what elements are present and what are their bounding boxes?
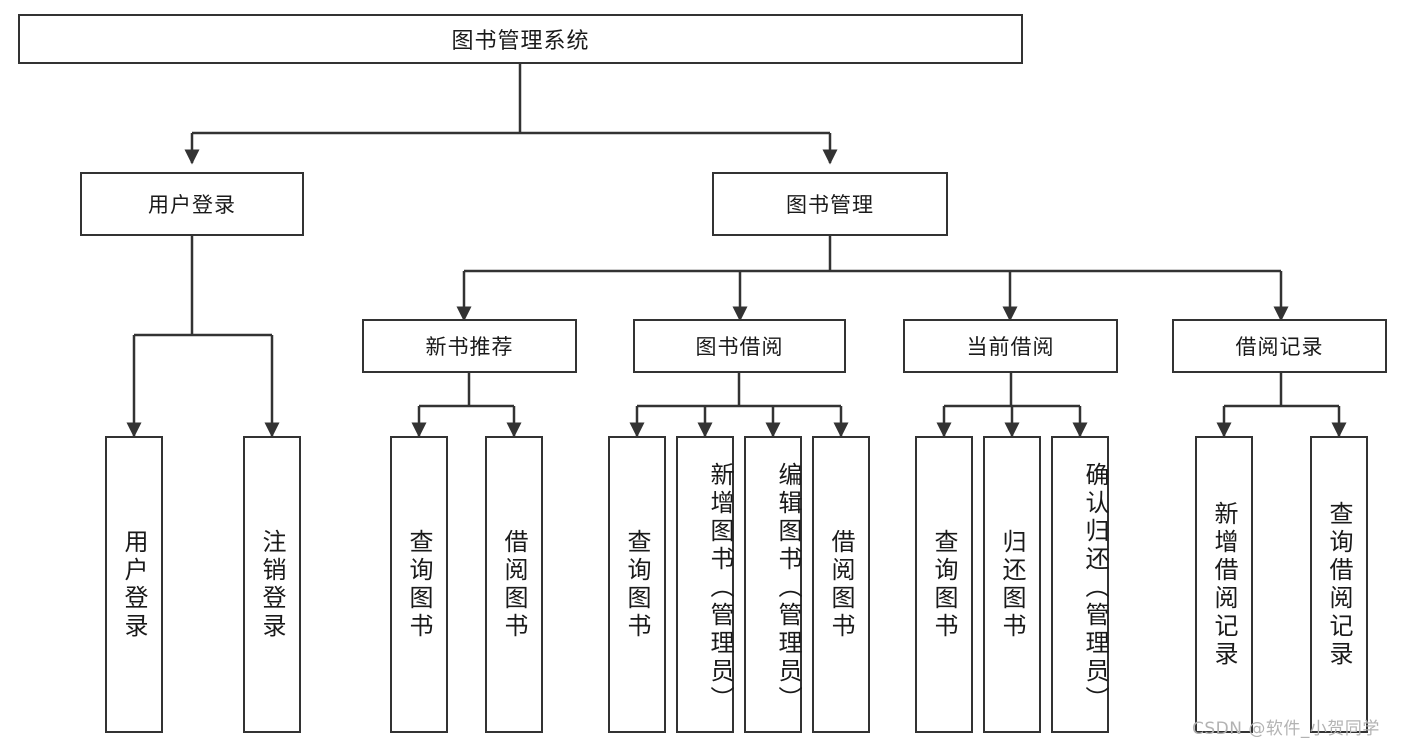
leaf-record-query-borrow-record[interactable]: 查询借阅记录: [1310, 436, 1368, 733]
node-new-book-recommend[interactable]: 新书推荐: [362, 319, 577, 373]
node-user-login[interactable]: 用户登录: [80, 172, 304, 236]
leaf-recommend-borrow-book[interactable]: 借阅图书: [485, 436, 543, 733]
leaf-record-add-borrow-record[interactable]: 新增借阅记录: [1195, 436, 1253, 733]
leaf-user-login-logout[interactable]: 注销登录: [243, 436, 301, 733]
leaf-borrow-query-book[interactable]: 查询图书: [608, 436, 666, 733]
leaf-user-login-signin[interactable]: 用户登录: [105, 436, 163, 733]
leaf-borrow-borrow-book[interactable]: 借阅图书: [812, 436, 870, 733]
leaf-current-query-book[interactable]: 查询图书: [915, 436, 973, 733]
leaf-current-return-book[interactable]: 归还图书: [983, 436, 1041, 733]
watermark-text: CSDN @软件_小贺同学: [1192, 719, 1380, 739]
node-book-borrow[interactable]: 图书借阅: [633, 319, 846, 373]
leaf-borrow-edit-book-admin[interactable]: 编辑图书（管理员）: [744, 436, 802, 733]
leaf-borrow-add-book-admin[interactable]: 新增图书（管理员）: [676, 436, 734, 733]
node-book-management[interactable]: 图书管理: [712, 172, 948, 236]
node-root-system[interactable]: 图书管理系统: [18, 14, 1023, 64]
node-borrow-record[interactable]: 借阅记录: [1172, 319, 1387, 373]
node-current-borrow[interactable]: 当前借阅: [903, 319, 1118, 373]
leaf-current-confirm-return-admin[interactable]: 确认归还（管理员）: [1051, 436, 1109, 733]
leaf-recommend-query-book[interactable]: 查询图书: [390, 436, 448, 733]
